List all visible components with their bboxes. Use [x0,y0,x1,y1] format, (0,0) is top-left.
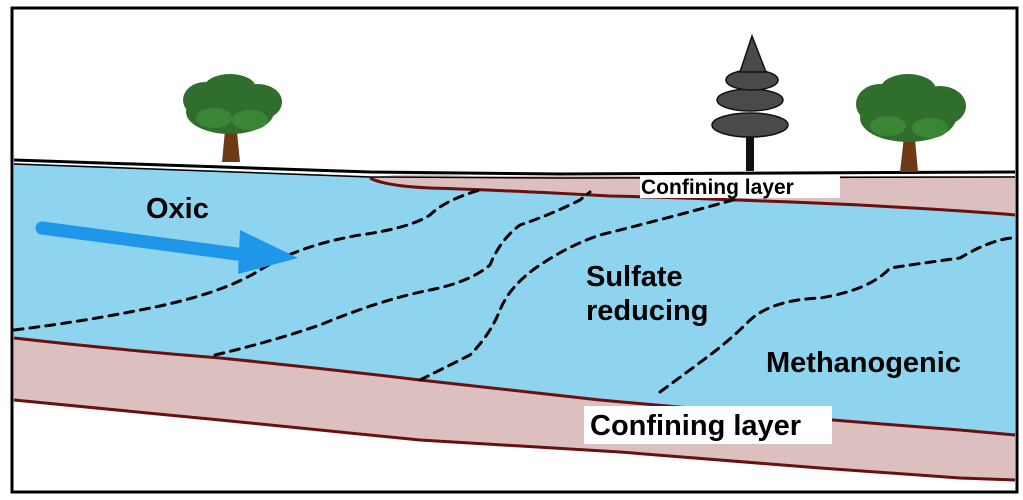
methanogenic-boundary [658,236,1014,394]
confining-layer-bottom [14,338,1015,480]
label-confining-top: Confining layer [641,176,794,199]
label-methanogenic: Methanogenic [766,347,961,379]
confining-layer-bottom-base-edge [13,398,1016,482]
aquifer-zone [14,163,1015,435]
label-confining-bottom-bg [584,406,832,444]
flow-direction-arrow-icon [35,221,298,274]
label-sulfate-line2: reducing [586,295,708,327]
label-confining-top-bg [640,176,840,198]
label-confining-bottom: Confining layer [590,410,801,442]
sulfate-boundary [418,196,742,382]
label-oxic: Oxic [146,193,209,225]
oxic-boundary-lower [213,190,592,357]
deciduous-tree-icon [856,74,966,172]
conifer-tree-icon [711,33,789,171]
confining-layer-top-edge [369,176,1016,217]
label-sulfate-line1: Sulfate [586,261,683,293]
deciduous-tree-icon [183,74,282,162]
land-surface [13,158,1016,176]
